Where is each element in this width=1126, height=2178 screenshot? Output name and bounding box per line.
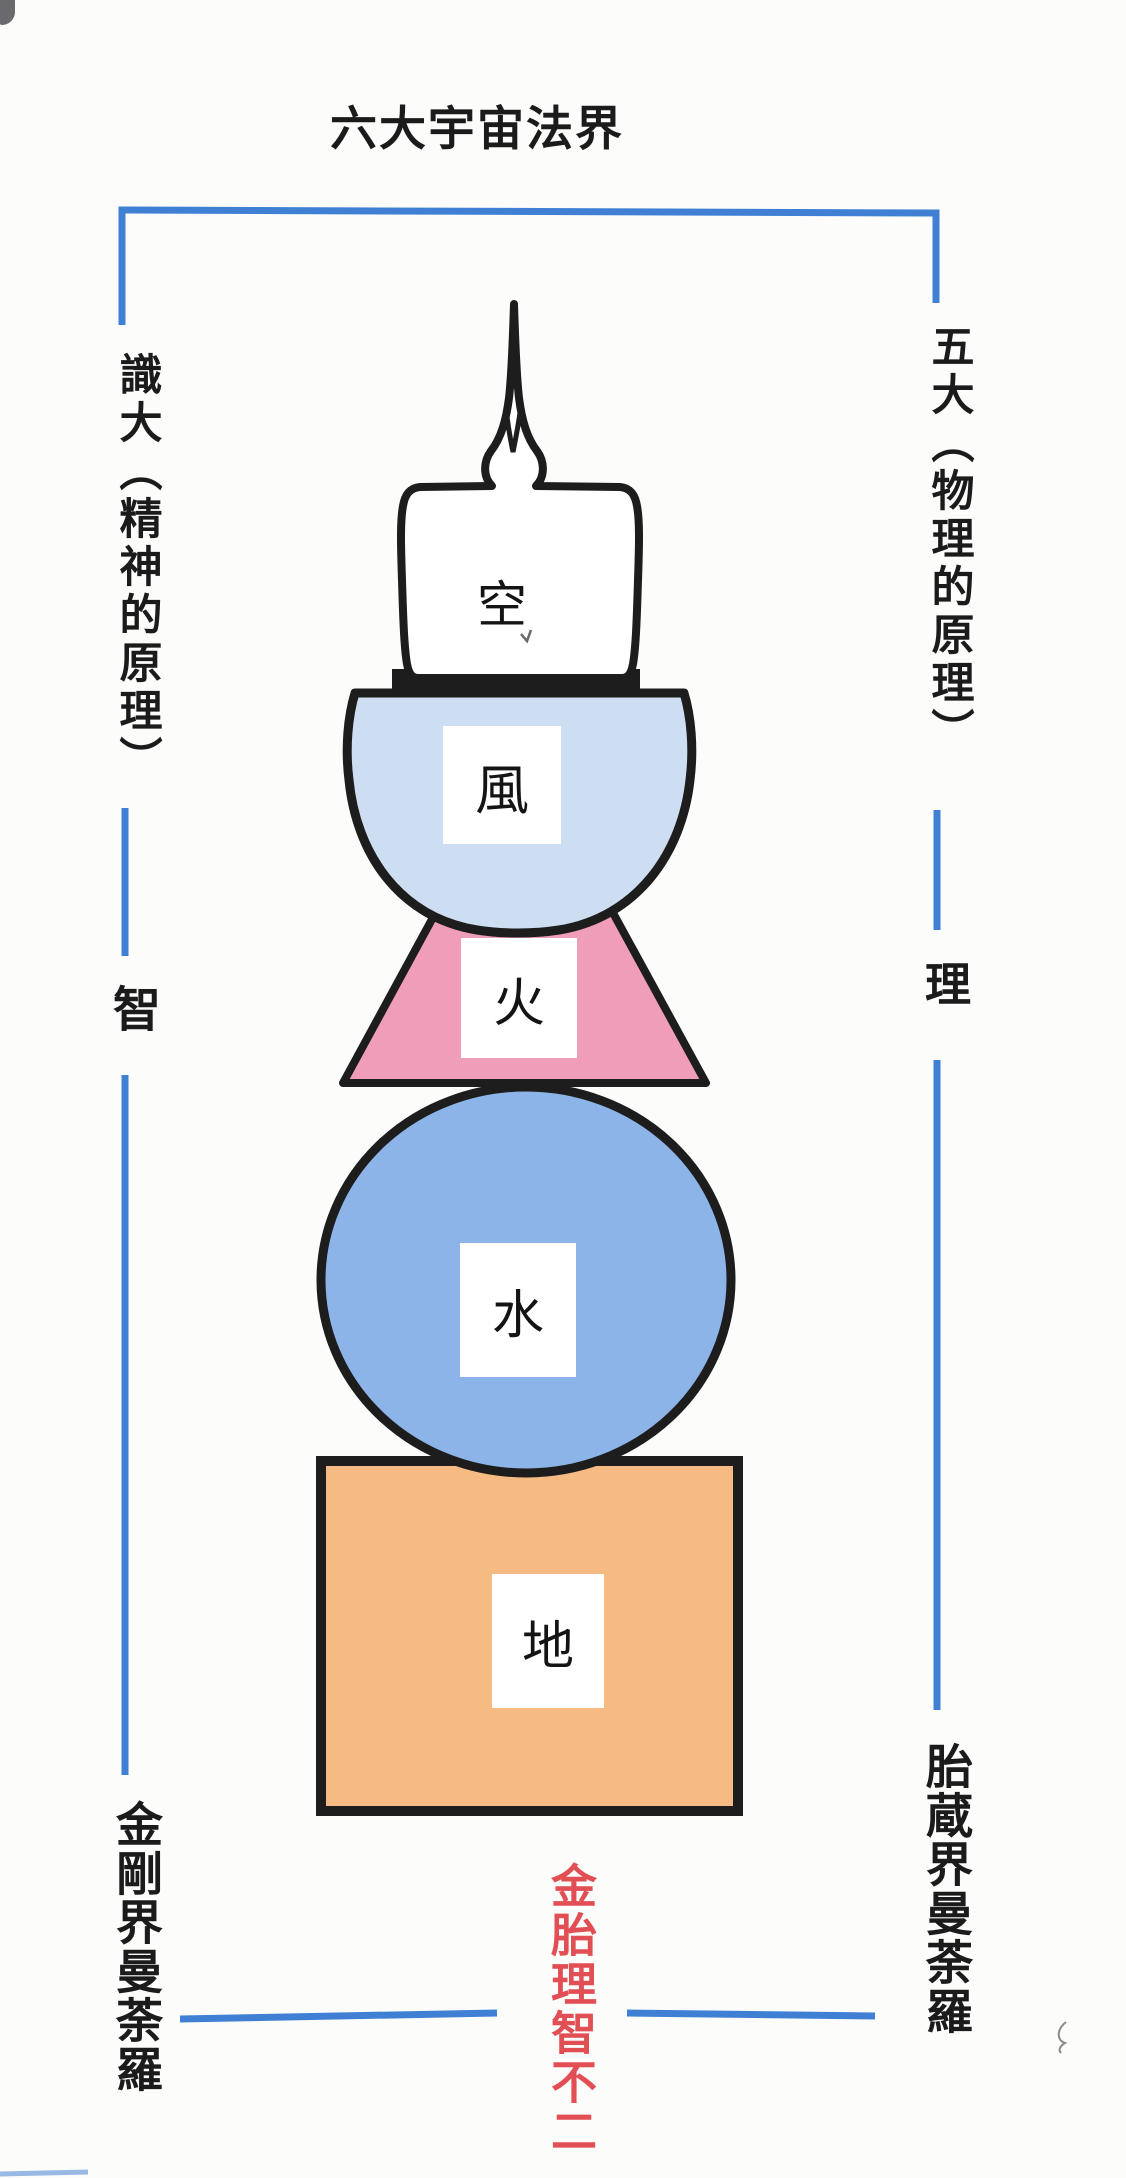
center-caption-red: 金胎理智不二 xyxy=(544,1862,598,2156)
fire-element-label: 火 xyxy=(461,938,577,1058)
right-column-bottom-label: 胎蔵界曼荼羅 xyxy=(917,1742,972,2036)
top-bracket-line xyxy=(118,206,940,325)
scan-edge-sliver xyxy=(0,2169,89,2177)
earth-element-label: 地 xyxy=(492,1574,604,1708)
void-jewel-shape xyxy=(397,300,643,682)
bottom-bracket-left xyxy=(179,2009,498,2023)
left-column-mid-label: 智 xyxy=(104,984,160,1032)
right-column-mid-label: 理 xyxy=(918,960,972,1006)
water-element-label: 水 xyxy=(460,1243,576,1377)
scan-mark-under-void xyxy=(520,629,533,644)
right-column-top-label: 五大（物理的原理） xyxy=(924,324,974,756)
page-title: 六大宇宙法界 xyxy=(330,102,624,157)
void-element-label: 空 xyxy=(477,576,527,634)
scan-corner-smudge xyxy=(0,0,15,25)
void-jewel-spike-notch xyxy=(503,403,524,453)
left-column-top-label: 識大（精神的原理） xyxy=(112,352,162,784)
scan-mark-squiggle xyxy=(1057,2021,1068,2054)
bottom-bracket-right xyxy=(626,2009,876,2020)
wind-element-label: 風 xyxy=(443,726,561,844)
left-column-bottom-label: 金剛界曼荼羅 xyxy=(107,1800,162,2094)
